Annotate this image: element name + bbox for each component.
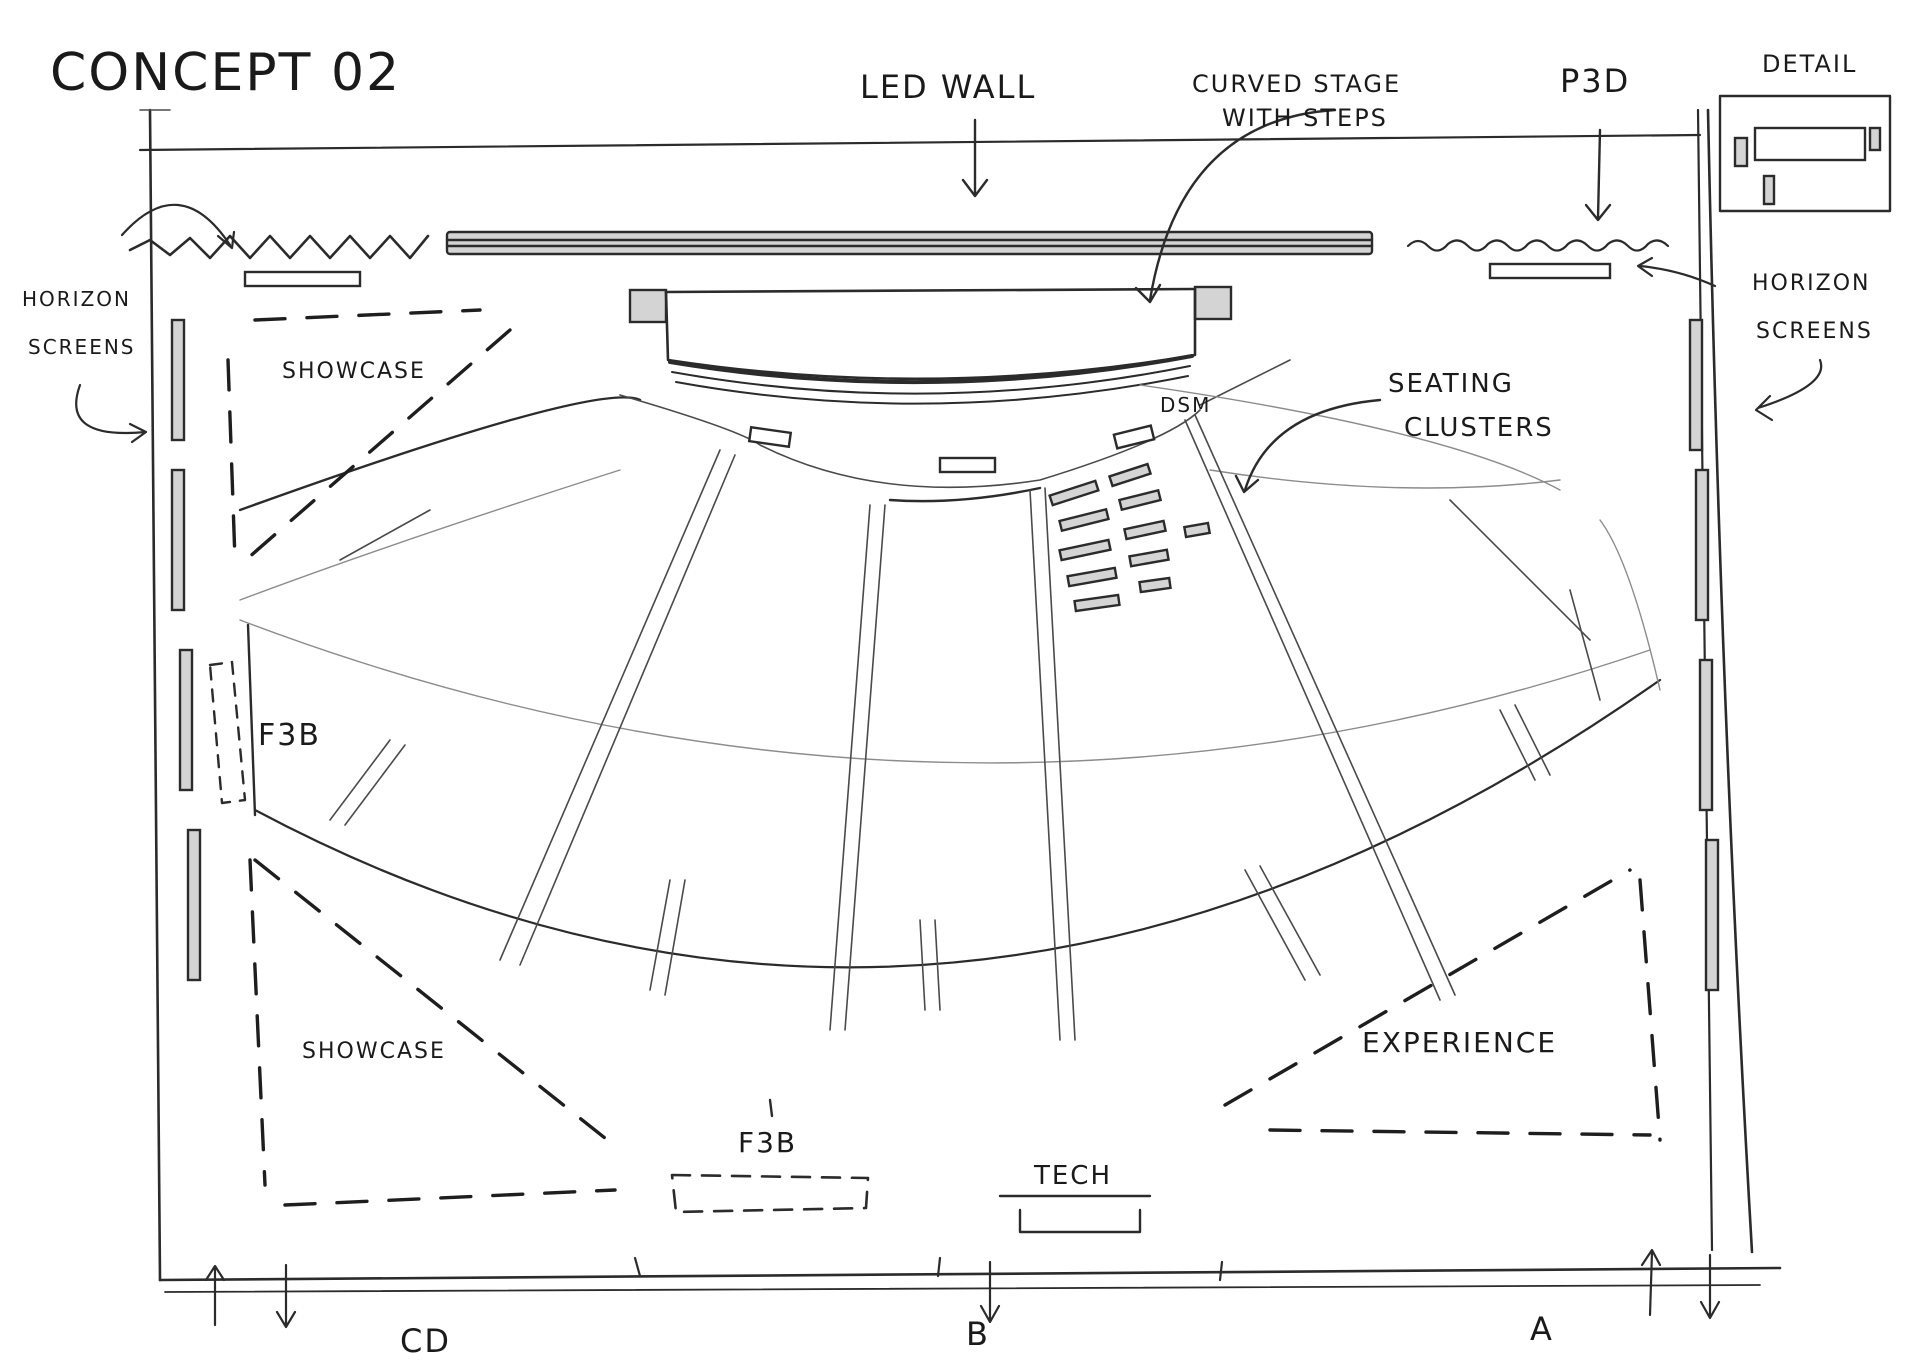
seating-fan [238, 359, 1662, 1041]
detail-stand [1762, 174, 1776, 206]
front-screen-right [1112, 424, 1156, 450]
front-screen-left [747, 425, 793, 449]
entry-markers [204, 1248, 1721, 1329]
curved-stage [628, 285, 1233, 405]
horizon-screens-top-left [128, 234, 430, 288]
pnd-arrow [1584, 128, 1612, 222]
room-outline [138, 108, 1782, 1293]
seat-row [1117, 488, 1163, 512]
label-entry-b: B [966, 1315, 990, 1353]
experience-zone [1223, 868, 1662, 1142]
led-wall-arrow [961, 118, 989, 198]
side-screen-left-1 [170, 318, 186, 442]
detail-box [1718, 94, 1892, 213]
seat-row [1066, 566, 1118, 588]
seat-row [1107, 462, 1153, 488]
side-screen-left-2 [170, 468, 186, 612]
horizon-right-arrow [1636, 256, 1717, 288]
label-horizon-right-1: HORIZON [1752, 271, 1870, 296]
concept-title: CONCEPT 02 [50, 43, 401, 103]
showcase-zone-bottom [248, 858, 622, 1207]
front-screens [747, 424, 1156, 474]
label-tech: TECH [1033, 1161, 1112, 1191]
label-fnb-bottom: F3B [738, 1126, 797, 1159]
side-screens-left [170, 318, 202, 982]
label-horizon-left-2: SCREENS [28, 335, 136, 359]
detail-support-left [1733, 136, 1749, 168]
label-horizon-right-2: SCREENS [1756, 319, 1873, 344]
detail-support-right [1868, 126, 1882, 152]
side-screens-right [1688, 318, 1720, 992]
seat-row [1048, 479, 1100, 507]
label-showcase-top: SHOWCASE [282, 359, 426, 384]
annotation-arrows [75, 108, 1823, 494]
door-tick [633, 1256, 642, 1278]
label-led-wall: LED WALL [860, 68, 1036, 106]
side-screen-right-1 [1688, 318, 1704, 452]
seat-row [1073, 593, 1121, 613]
side-screen-right-3 [1698, 658, 1714, 812]
label-seating-clusters-1: SEATING [1388, 369, 1514, 399]
seat-row [1138, 576, 1172, 594]
door-tick [936, 1256, 942, 1278]
label-fnb-side: F3B [258, 718, 321, 753]
showcase-zone-top [226, 308, 512, 567]
screen-bar-top-left [243, 270, 362, 288]
horizon-screens-top-right [1406, 239, 1670, 280]
stage-step-right [1193, 285, 1233, 321]
label-curved-stage-2: WITH STEPS [1222, 104, 1388, 132]
horizon-right-lower-arrow [1754, 358, 1823, 422]
seating-clusters-arrow [1234, 398, 1382, 494]
door-tick [1218, 1260, 1224, 1282]
side-screen-right-4 [1704, 838, 1720, 992]
fnb-bottom-counter [670, 1098, 870, 1214]
seat-row [1122, 519, 1168, 541]
label-horizon-left-1: HORIZON [22, 287, 131, 311]
side-screen-left-4 [186, 828, 202, 982]
entry-arrow-down-a [1699, 1253, 1721, 1320]
seating-clusters-block [1048, 462, 1212, 613]
seat-row [1128, 548, 1170, 568]
detail-frame [1718, 94, 1892, 213]
seat-row [1058, 507, 1110, 533]
front-screen-center [938, 456, 997, 474]
side-screen-right-2 [1694, 468, 1710, 622]
entry-arrow-up-left [204, 1264, 226, 1327]
side-screen-left-3 [178, 648, 194, 792]
screen-bar-top-right [1488, 262, 1612, 280]
label-detail: DETAIL [1762, 50, 1857, 78]
label-showcase-bottom: SHOWCASE [302, 1039, 446, 1064]
tech-desk [998, 1194, 1152, 1234]
led-wall [445, 230, 1374, 256]
label-seating-clusters-2: CLUSTERS [1404, 413, 1554, 443]
seat-row [1182, 521, 1212, 539]
label-experience: EXPERIENCE [1362, 1026, 1557, 1059]
seat-row [1058, 538, 1112, 562]
stage-step-left [628, 288, 668, 324]
detail-screen [1753, 126, 1867, 162]
horizon-left-top-arrow [120, 203, 236, 250]
fnb-side-booth [208, 623, 257, 817]
entry-arrow-up-a [1640, 1248, 1662, 1317]
horizon-left-arrow [75, 383, 148, 444]
label-curved-stage-1: CURVED STAGE [1192, 70, 1401, 98]
label-dsm: DSM [1160, 393, 1211, 417]
entry-arrow-down-b [979, 1260, 1001, 1324]
entry-arrow-down-left [275, 1263, 297, 1329]
label-entry-cd: CD [400, 1322, 451, 1360]
label-entry-a: A [1530, 1310, 1554, 1348]
curved-stage-arrow [1134, 108, 1337, 304]
led-wall-bar [445, 230, 1374, 256]
label-pnd: P3D [1560, 62, 1630, 100]
